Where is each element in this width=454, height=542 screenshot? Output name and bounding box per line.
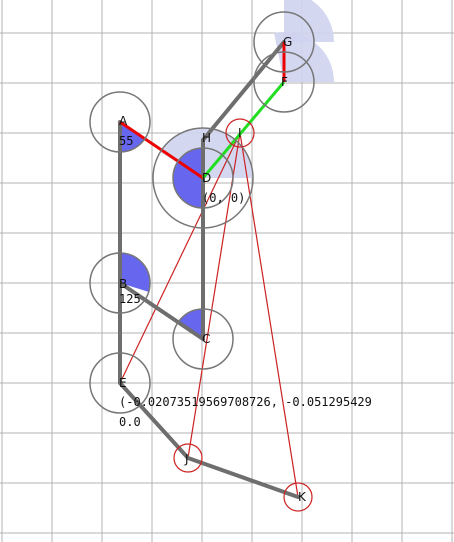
joint-d-inner[interactable] xyxy=(172,147,234,209)
segment-d-f xyxy=(201,81,286,179)
label-d: D xyxy=(202,171,211,185)
joint-e[interactable] xyxy=(89,352,151,414)
joint-b[interactable] xyxy=(89,252,151,314)
red-connectors xyxy=(119,132,299,498)
label-e: E xyxy=(119,376,127,390)
angle-wedge-b xyxy=(120,252,151,292)
joint-c[interactable] xyxy=(172,308,234,370)
label-b: B xyxy=(119,277,127,291)
label-i: I xyxy=(238,126,242,140)
target-j[interactable] xyxy=(173,443,203,473)
angle-a-value: 55 xyxy=(119,134,133,148)
label-g: G xyxy=(283,35,292,49)
e-value: 0.0 xyxy=(119,415,141,429)
sector-f xyxy=(274,31,334,82)
target-circles xyxy=(173,118,313,512)
target-i[interactable] xyxy=(225,118,255,148)
label-c: C xyxy=(202,332,210,346)
label-a: A xyxy=(119,114,128,128)
label-h: H xyxy=(202,131,211,145)
e-coordinates: (-0.02073519569708726, -0.051295429 xyxy=(119,395,372,409)
joint-a[interactable] xyxy=(89,91,151,153)
joint-d-outer[interactable] xyxy=(152,127,254,229)
label-k: K xyxy=(298,490,307,504)
label-f: F xyxy=(281,75,288,89)
joint-circles xyxy=(89,11,315,414)
origin-label: (0, 0) xyxy=(202,191,245,205)
angle-b-value: 125 xyxy=(119,292,141,306)
label-j: J xyxy=(184,452,189,466)
joint-g[interactable] xyxy=(253,11,315,73)
target-k[interactable] xyxy=(283,482,313,512)
joint-f[interactable] xyxy=(253,51,315,113)
sector-g xyxy=(284,0,334,42)
